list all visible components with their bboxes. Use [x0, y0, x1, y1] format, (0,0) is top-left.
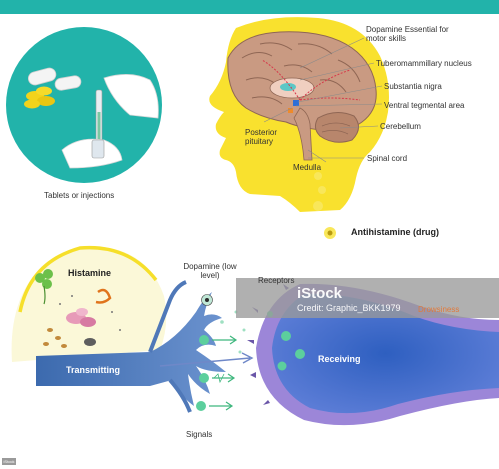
label-receiving: Receiving	[318, 355, 361, 364]
label-spinal-cord: Spinal cord	[367, 154, 407, 163]
tablets-illustration	[6, 27, 162, 183]
label-ventral-tegmental: Ventral tegmental area	[384, 101, 465, 110]
label-receptors: Receptors	[258, 276, 294, 285]
label-dopamine: Dopamine Essential for motor skills	[366, 25, 456, 43]
label-dopamine-low: Dopamine (low level)	[182, 262, 238, 280]
watermark-credit: Credit: Graphic_BKK1979	[297, 303, 401, 313]
label-posterior-pituitary: Posterior pituitary	[245, 128, 293, 146]
label-histamine: Histamine	[68, 269, 111, 278]
id-badge: iStock	[2, 458, 16, 465]
label-signals: Signals	[186, 430, 212, 439]
tablets-caption: Tablets or injections	[44, 191, 114, 200]
label-cerebellum: Cerebellum	[380, 122, 421, 131]
label-drowsiness: Drowsiness	[418, 305, 459, 314]
head-illustration	[209, 17, 389, 239]
histamine-illustration	[12, 247, 167, 362]
label-substantia-nigra: Substantia nigra	[384, 82, 442, 91]
top-band	[0, 0, 499, 14]
watermark-brand: iStock	[297, 285, 342, 302]
label-medulla: Medulla	[293, 163, 321, 172]
label-tuberomammillary: Tuberomammillary nucleus	[376, 59, 472, 68]
label-antihistamine: Antihistamine (drug)	[351, 228, 439, 237]
label-transmitting: Transmitting	[66, 366, 120, 375]
